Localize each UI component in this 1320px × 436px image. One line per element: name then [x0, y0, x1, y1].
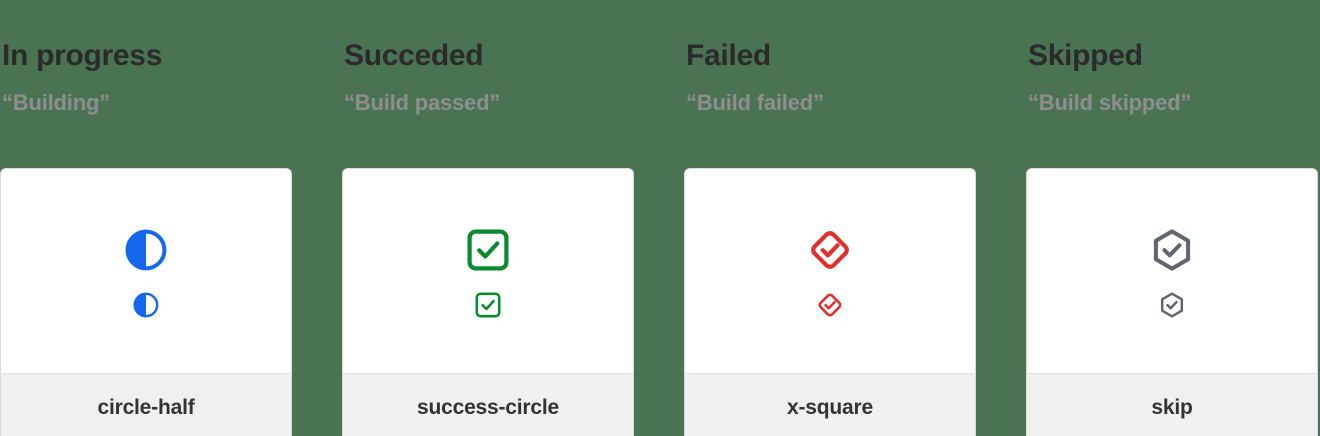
check-diamond-icon-small: [818, 293, 842, 317]
icon-card-body: [685, 169, 975, 373]
column-subheading: “Build skipped”: [1028, 90, 1192, 115]
check-hexagon-icon: [1153, 229, 1191, 271]
icon-card-body: [1, 169, 291, 373]
status-column-skipped: Skipped “Build skipped” skip: [1026, 0, 1318, 436]
column-subheading: “Build failed”: [686, 90, 824, 115]
icon-card-footer: circle-half: [1, 373, 291, 436]
column-heading: In progress: [2, 39, 163, 72]
icon-card-body: [1027, 169, 1317, 373]
check-square-icon: [467, 229, 509, 271]
circle-half-icon-small: [133, 292, 159, 318]
icon-card-circle-half[interactable]: circle-half: [0, 168, 292, 436]
check-square-icon-small: [475, 292, 501, 318]
icon-name-label: skip: [1151, 396, 1193, 419]
icon-name-label: success-circle: [417, 396, 559, 419]
icon-name-label: circle-half: [97, 396, 195, 419]
column-heading: Failed: [686, 39, 771, 72]
column-heading: Succeded: [344, 39, 484, 72]
icon-card-footer: success-circle: [343, 373, 633, 436]
status-column-in-progress: In progress “Building” circle-half: [0, 0, 292, 436]
icon-card-body: [343, 169, 633, 373]
icon-card-footer: skip: [1027, 373, 1317, 436]
status-column-failed: Failed “Build failed” x-square: [684, 0, 976, 436]
status-column-succeded: Succeded “Build passed” success-circle: [342, 0, 634, 436]
icon-card-footer: x-square: [685, 373, 975, 436]
icon-name-label: x-square: [787, 396, 873, 419]
icon-card-success-circle[interactable]: success-circle: [342, 168, 634, 436]
check-hexagon-icon-small: [1160, 292, 1184, 318]
check-diamond-icon: [811, 231, 849, 269]
column-subheading: “Building”: [2, 90, 110, 115]
column-subheading: “Build passed”: [344, 90, 501, 115]
circle-half-icon: [125, 229, 167, 271]
icon-card-skip[interactable]: skip: [1026, 168, 1318, 436]
column-heading: Skipped: [1028, 39, 1143, 72]
icon-card-x-square[interactable]: x-square: [684, 168, 976, 436]
